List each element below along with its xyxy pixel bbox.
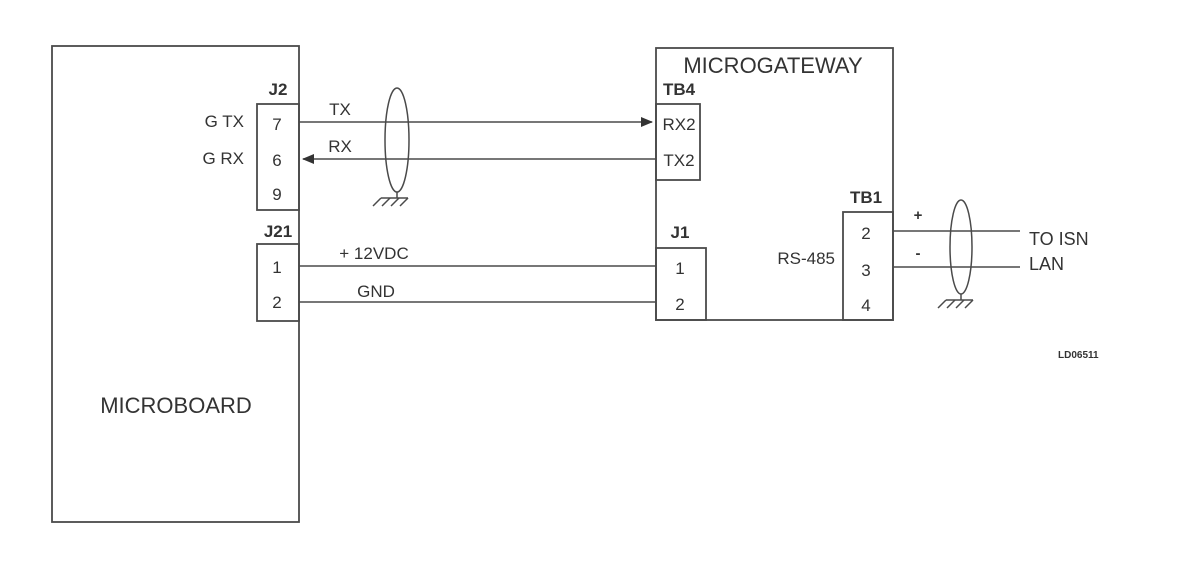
j2-pin-6: 6 [272, 151, 281, 170]
tx-wire-label: TX [329, 100, 351, 119]
microboard-block: MICROBOARD J2 7 6 9 G TX G RX J21 1 2 [51, 45, 300, 523]
j21-label: J21 [264, 222, 292, 241]
shield-loop-icon [384, 87, 410, 193]
microgateway-outline [655, 47, 894, 321]
j2-connector [256, 103, 300, 211]
ground-icon [937, 294, 974, 309]
signal-g-tx: G TX [205, 112, 244, 131]
j2-pin-9: 9 [272, 185, 281, 204]
rx-wire-label: RX [328, 137, 352, 156]
plus-sign: + [914, 207, 923, 224]
microgateway-title: MICROGATEWAY [683, 53, 863, 78]
tb1-pin-3: 3 [861, 261, 870, 280]
j21-pin-2: 2 [272, 293, 281, 312]
microboard-outline [51, 45, 300, 523]
tb1-pin-2: 2 [861, 224, 870, 243]
j2-label: J2 [269, 80, 288, 99]
j1-pin-1: 1 [675, 259, 684, 278]
tb1-pin-4: 4 [861, 296, 870, 315]
microgateway-block: MICROGATEWAY TB4 RX2 TX2 J1 1 2 TB1 2 3 … [655, 47, 894, 321]
tb4-pin-tx2: TX2 [663, 151, 694, 170]
tb1-connector [842, 211, 894, 321]
j1-pin-2: 2 [675, 295, 684, 314]
serial-wires: TX RX [299, 87, 656, 207]
signal-g-rx: G RX [202, 149, 244, 168]
j2-pin-7: 7 [272, 115, 281, 134]
destination-line-2: LAN [1029, 254, 1064, 274]
rs485-label: RS-485 [777, 249, 835, 268]
ground-icon [372, 192, 409, 207]
tb1-label: TB1 [850, 188, 882, 207]
shield-loop-icon [949, 199, 973, 295]
tb4-label: TB4 [663, 80, 696, 99]
gnd-label: GND [357, 282, 395, 301]
tb4-connector [655, 103, 701, 181]
lan-wires: + - TO ISN LAN [893, 199, 1089, 309]
power-wires: + 12VDC GND [299, 244, 656, 303]
j1-label: J1 [671, 223, 690, 242]
microboard-title: MICROBOARD [100, 393, 252, 418]
figure-id: LD06511 [1058, 350, 1099, 361]
j21-pin-1: 1 [272, 258, 281, 277]
minus-sign: - [916, 245, 921, 262]
j21-connector [256, 243, 300, 322]
tb4-pin-rx2: RX2 [662, 115, 695, 134]
power-12vdc-label: + 12VDC [339, 244, 408, 263]
j1-connector [655, 247, 707, 321]
destination-line-1: TO ISN [1029, 229, 1089, 249]
